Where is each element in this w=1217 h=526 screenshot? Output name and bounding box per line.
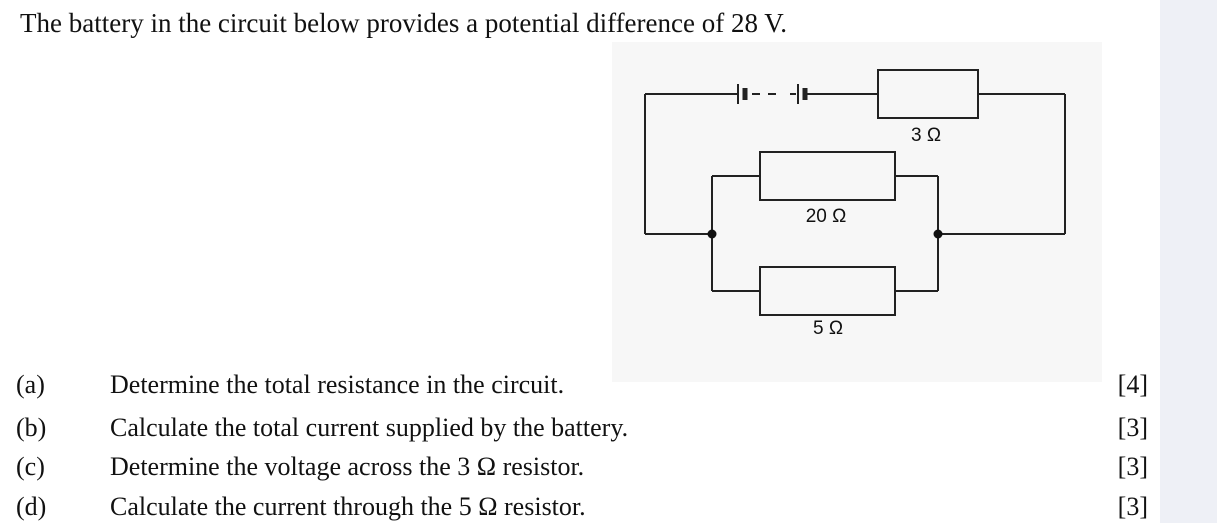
question-c: (c) Determine the voltage across the 3 Ω…	[0, 452, 1160, 486]
resistor-3-ohm	[877, 69, 979, 119]
question-marks: [3]	[1117, 413, 1148, 442]
resistor-20-ohm	[759, 151, 896, 201]
question-text: Calculate the total current supplied by …	[110, 413, 629, 442]
battery-icon	[737, 84, 810, 104]
question-b: (b) Calculate the total current supplied…	[0, 413, 1160, 447]
question-marks: [3]	[1117, 452, 1148, 481]
resistor-20-label: 20 Ω	[806, 206, 847, 227]
question-text: Calculate the current through the 5 Ω re…	[110, 492, 586, 521]
question-label: (c)	[16, 452, 45, 481]
intro-text: The battery in the circuit below provide…	[20, 8, 788, 38]
resistor-3-label: 3 Ω	[911, 125, 941, 146]
resistor-5-ohm	[759, 266, 896, 316]
resistor-5-label: 5 Ω	[813, 318, 843, 339]
question-marks: [3]	[1117, 492, 1148, 521]
junction-left-dot	[707, 229, 717, 239]
question-label: (b)	[16, 413, 47, 442]
question-marks: [4]	[1117, 370, 1148, 399]
question-text: Determine the total resistance in the ci…	[110, 370, 565, 399]
circuit-background	[612, 42, 1102, 382]
page-edge-strip	[1160, 0, 1217, 523]
question-text: Determine the voltage across the 3 Ω res…	[110, 452, 585, 481]
junction-right-dot	[933, 229, 943, 239]
question-label: (a)	[16, 370, 45, 399]
question-d: (d) Calculate the current through the 5 …	[0, 492, 1160, 526]
question-label: (d)	[16, 492, 47, 521]
question-a: (a) Determine the total resistance in th…	[0, 370, 1160, 404]
